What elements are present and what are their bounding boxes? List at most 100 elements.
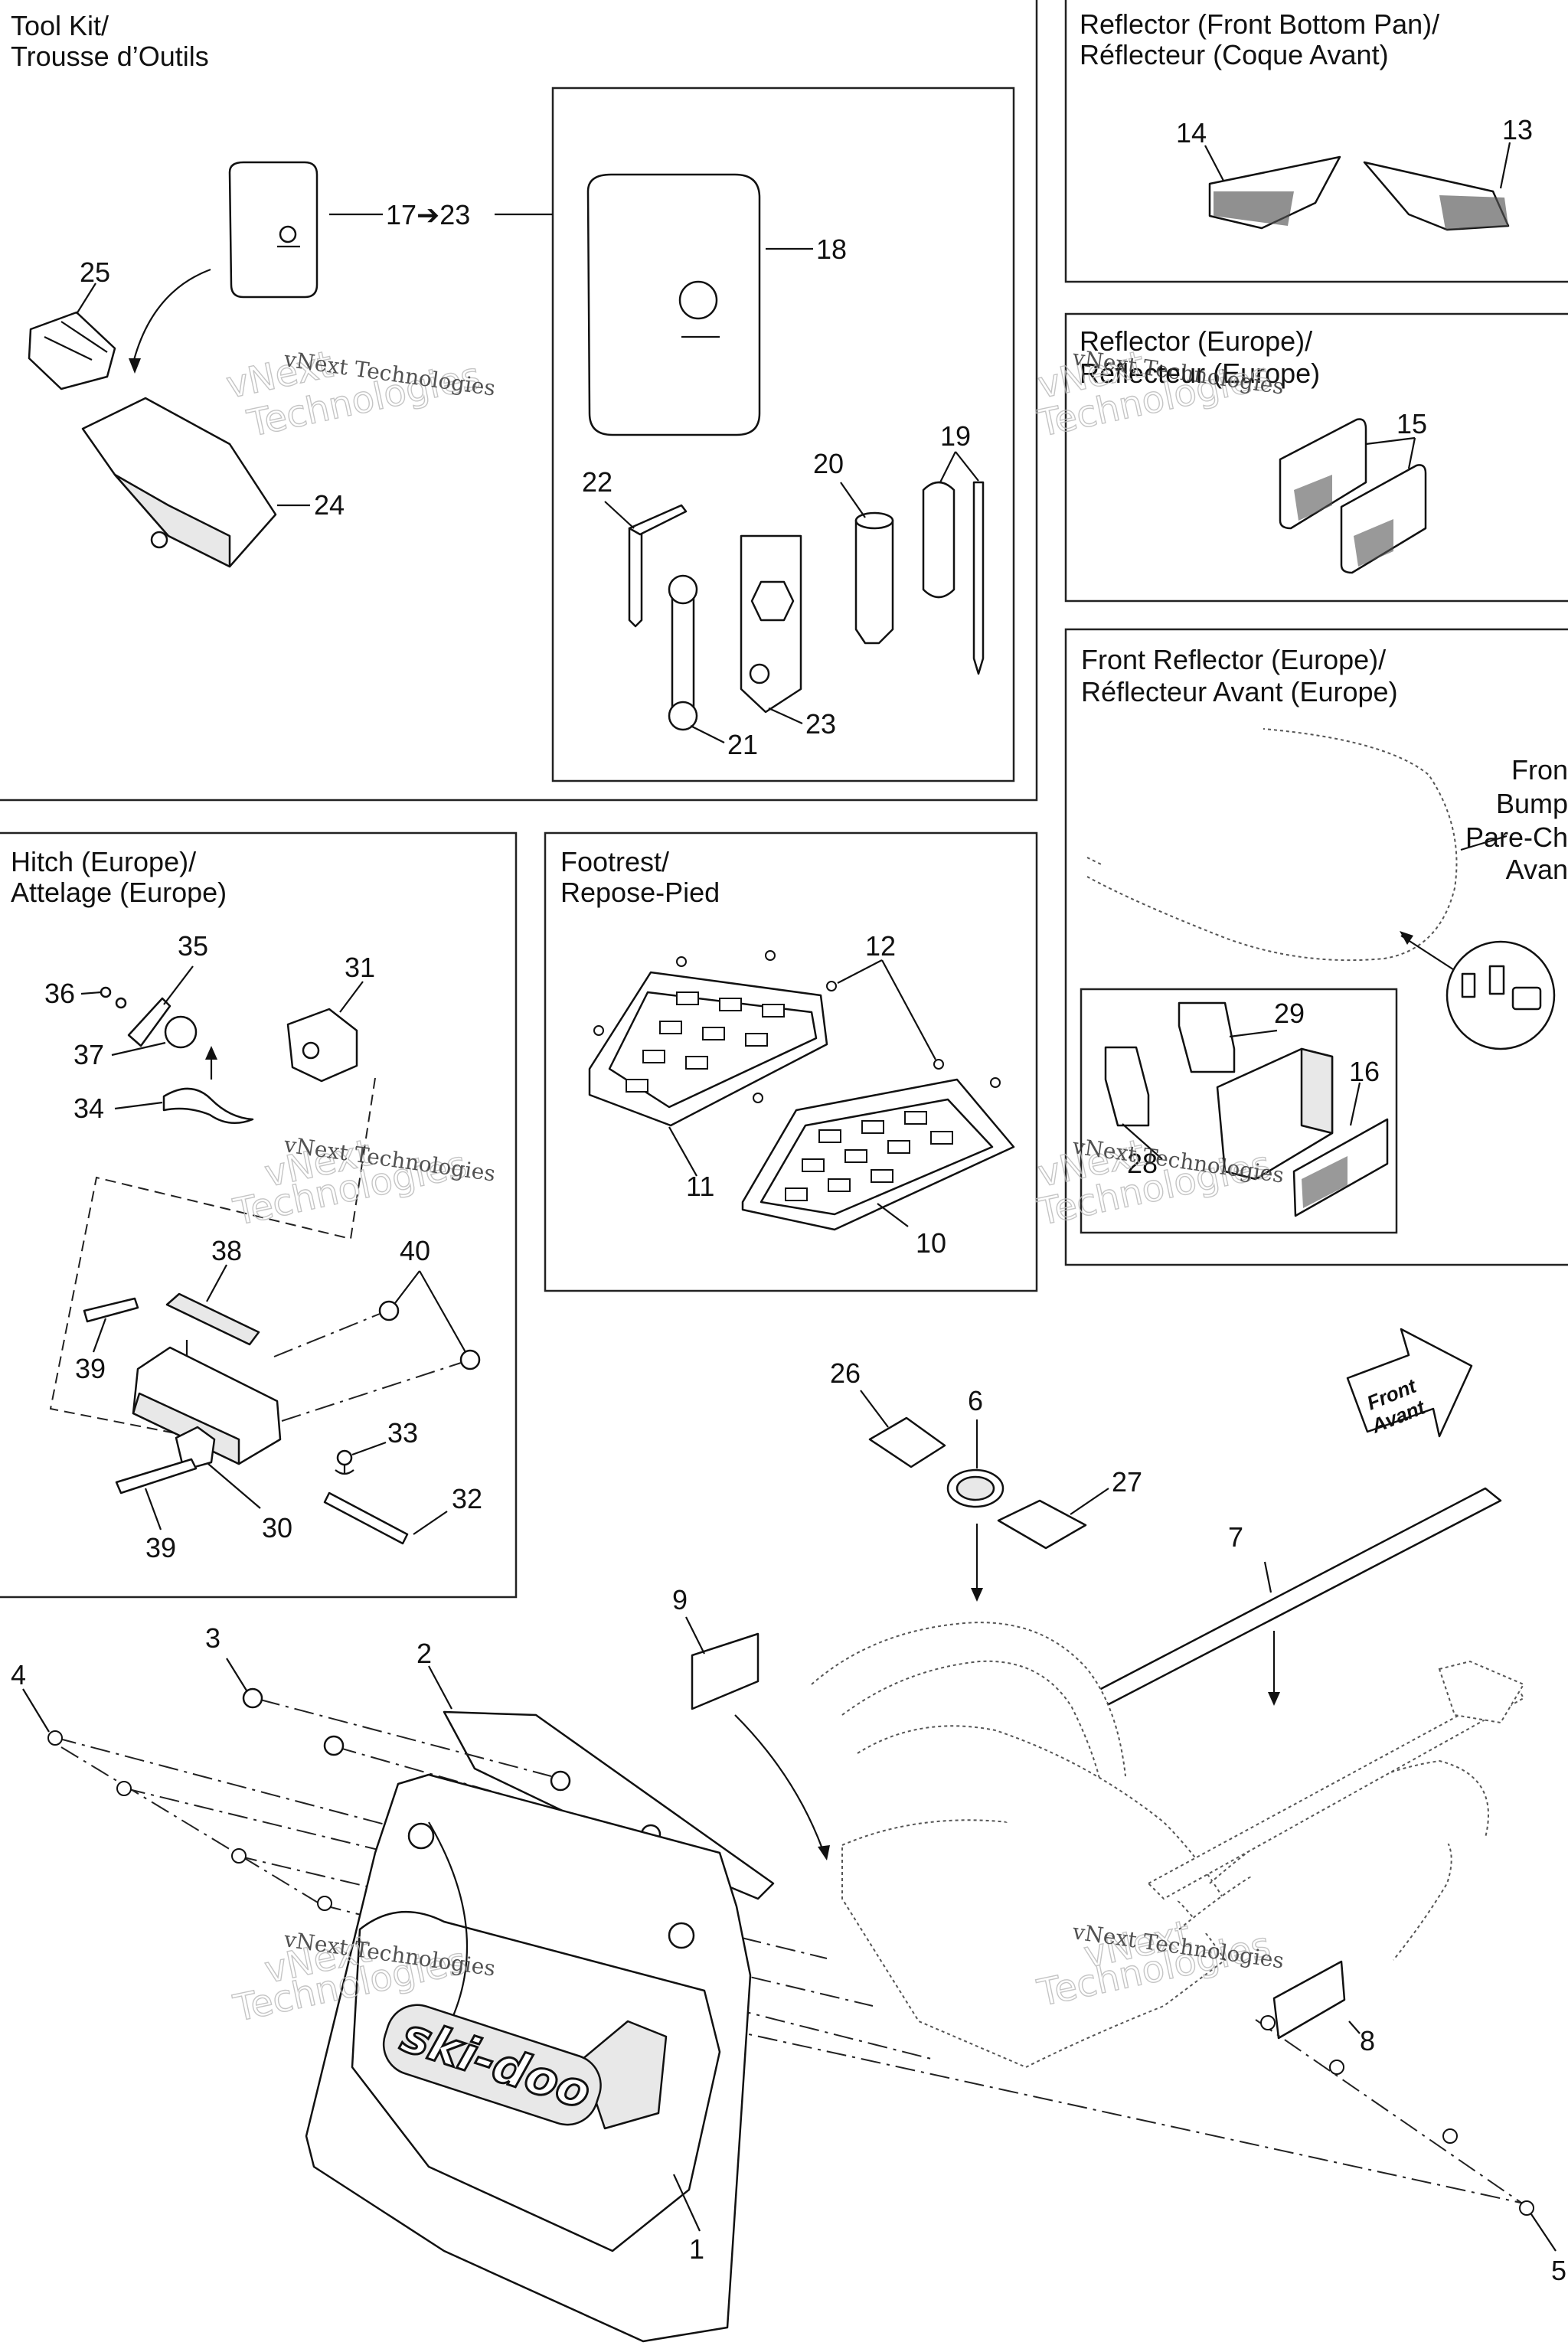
- callout-33: 33: [387, 1417, 418, 1449]
- leader-22: [604, 501, 635, 529]
- leader-2: [428, 1665, 452, 1710]
- leader-10: [877, 1203, 909, 1227]
- reflector-europe-title-en: Reflector (Europe)/: [1080, 325, 1312, 357]
- clip-34: [162, 1087, 254, 1125]
- callout-16: 16: [1349, 1056, 1380, 1087]
- wrench-21: [668, 574, 698, 731]
- leader-33: [351, 1441, 387, 1456]
- leader-11: [668, 1126, 697, 1177]
- callout-25: 25: [80, 256, 110, 288]
- washers-5: [1260, 2015, 1534, 2216]
- callout-10: 10: [916, 1227, 946, 1259]
- allen-key-22: [628, 504, 688, 628]
- anchor-33: [335, 1449, 354, 1475]
- strip-38: [165, 1292, 260, 1346]
- reflector-front-bottom-title-fr: Réflecteur (Coque Avant): [1080, 39, 1389, 70]
- reflector-16: [1292, 1118, 1389, 1217]
- reflector-15-b: [1340, 464, 1427, 574]
- leader-37: [111, 1041, 166, 1057]
- arrow-9: [734, 1714, 825, 1854]
- leader-7: [1263, 1561, 1272, 1593]
- callout-31: 31: [345, 952, 375, 983]
- leader-9: [685, 1616, 705, 1655]
- rod-32: [323, 1491, 409, 1545]
- tool-kit-title-fr: Trousse d’Outils: [11, 41, 209, 72]
- chain-40b: [281, 1362, 462, 1422]
- callout-37: 37: [74, 1039, 104, 1070]
- leader-bumper-zoom: [1400, 935, 1459, 973]
- leader-38: [206, 1264, 227, 1302]
- leader-32: [413, 1511, 448, 1535]
- leader-39-top: [92, 1318, 107, 1353]
- reflector-front-bottom-frame: [1064, 0, 1568, 283]
- footrest-10: [741, 1078, 1015, 1231]
- callout-3: 3: [205, 1622, 220, 1654]
- leader-12a: [837, 959, 883, 984]
- leader-35: [163, 965, 194, 1005]
- socket-20: [854, 511, 894, 645]
- callout-39-top: 39: [75, 1353, 106, 1384]
- bumper-note: Fron Bump Pare-Ch Avan: [1465, 754, 1568, 885]
- footrest-title-en: Footrest/: [560, 846, 669, 877]
- tool-kit-title-en: Tool Kit/: [11, 10, 109, 41]
- callout-40: 40: [400, 1235, 430, 1266]
- washer-40b: [459, 1349, 481, 1370]
- callout-28: 28: [1127, 1148, 1158, 1179]
- bolt-39-bottom: [115, 1458, 198, 1494]
- tool-kit-small-pouch: [228, 161, 318, 299]
- hitch-dash-guide: [49, 1077, 376, 1440]
- leader-23: [768, 707, 803, 725]
- reflector-15-a: [1279, 418, 1367, 530]
- bracket-28: [1104, 1046, 1150, 1127]
- leader-20: [840, 482, 866, 518]
- washers-4: [47, 1730, 332, 1911]
- callout-20: 20: [813, 448, 844, 479]
- leader-31: [339, 981, 364, 1013]
- footrest-frame: [544, 831, 1038, 1292]
- callout-12: 12: [865, 930, 896, 962]
- callout-27: 27: [1112, 1466, 1142, 1498]
- leader-15a: [1365, 436, 1416, 446]
- tool-kit-pouch-18: [586, 173, 761, 436]
- front-arrow-badge: Front Avant: [1346, 1328, 1473, 1438]
- hitch-body-30: [132, 1346, 282, 1472]
- bumper-note-line2: Bump: [1496, 788, 1568, 819]
- leader-30: [207, 1463, 261, 1509]
- rivet: [100, 986, 112, 998]
- pouch-to-bracket-arrow: [132, 268, 211, 361]
- arrowhead: [1268, 1692, 1280, 1706]
- callout-7: 7: [1228, 1521, 1243, 1553]
- callout-5: 5: [1551, 2255, 1566, 2286]
- callout-30: 30: [262, 1512, 292, 1544]
- callout-9: 9: [672, 1584, 688, 1615]
- hitch-title-en: Hitch (Europe)/: [11, 846, 196, 877]
- callout-35: 35: [178, 930, 208, 962]
- callout-39-bottom: 39: [145, 1532, 176, 1563]
- clamp-31: [286, 1008, 358, 1083]
- reflector-europe-frame: [1064, 312, 1568, 603]
- arrowhead: [818, 1845, 830, 1860]
- callout-19: 19: [940, 420, 971, 452]
- callout-21: 21: [727, 729, 758, 760]
- callout-23: 23: [805, 708, 836, 740]
- leader-25: [76, 283, 96, 315]
- callout-32: 32: [452, 1483, 482, 1514]
- leader-bumper: [1460, 835, 1508, 851]
- leader-29: [1229, 1029, 1278, 1038]
- footrest-title-fr: Repose-Pied: [560, 877, 720, 908]
- reflector-13: [1363, 161, 1510, 231]
- arrowhead: [971, 1588, 983, 1602]
- decal-8: [1272, 1960, 1346, 2040]
- bracket-29: [1178, 1001, 1236, 1073]
- callout-4: 4: [11, 1659, 26, 1690]
- leader-19b: [955, 451, 979, 482]
- reflector-front-bottom-title-en: Reflector (Front Bottom Pan)/: [1080, 8, 1439, 40]
- tool-kit-bracket-25: [28, 311, 116, 390]
- chain-40a: [273, 1313, 381, 1357]
- reflector-holder-box: [1216, 1047, 1334, 1181]
- leader-12b: [881, 959, 936, 1060]
- spanner-23: [740, 534, 802, 714]
- leader-27: [1070, 1488, 1109, 1515]
- rivet: [115, 997, 127, 1009]
- leader-4: [22, 1688, 50, 1733]
